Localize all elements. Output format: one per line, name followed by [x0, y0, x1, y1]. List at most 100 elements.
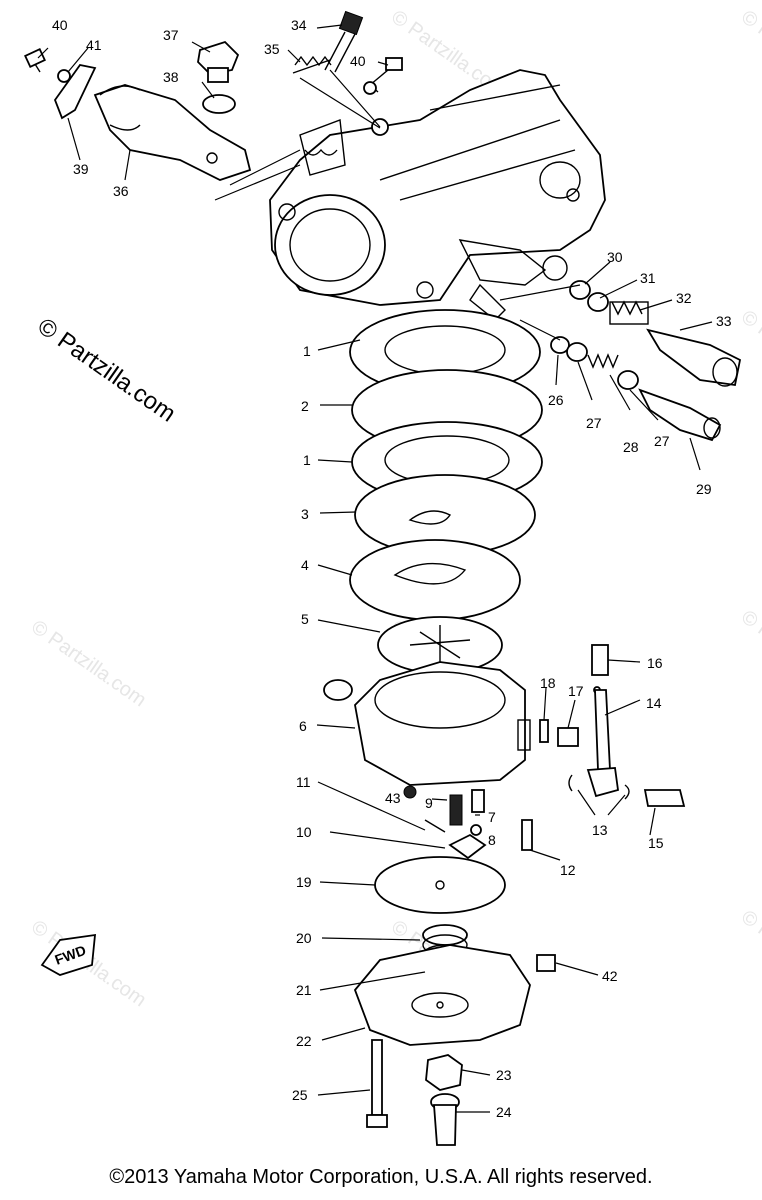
spring-9: [449, 794, 463, 826]
spring-28: [587, 353, 619, 369]
callout-22: 22: [296, 1033, 312, 1049]
callout-33: 33: [716, 313, 732, 329]
callout-25: 25: [292, 1087, 308, 1103]
spring-20: [422, 924, 468, 966]
callout-43: 43: [385, 790, 401, 806]
callout-42: 42: [602, 968, 618, 984]
screw-42: [536, 954, 556, 972]
callout-31: 31: [640, 270, 656, 286]
brand-watermark: © Partzilla.com: [33, 313, 181, 428]
callout-32: 32: [676, 290, 692, 306]
ring-26: [550, 336, 570, 354]
callout-29: 29: [696, 481, 712, 497]
cap-16: [591, 644, 609, 676]
screw-12: [521, 819, 533, 851]
diaphragm-4: [349, 539, 521, 621]
callout-10: 10: [296, 824, 312, 840]
check-valve-5: [377, 616, 503, 674]
washer-38: [202, 94, 236, 114]
callout-23: 23: [496, 1067, 512, 1083]
needle-29: [638, 388, 722, 442]
callout-18: 18: [540, 675, 556, 691]
callout-38: 38: [163, 69, 179, 85]
spring-35: [292, 55, 332, 74]
callout-3: 3: [301, 506, 309, 522]
watermark-text: © Partzilla.com: [737, 6, 762, 101]
callout-1: 1: [303, 343, 311, 359]
callout-16: 16: [647, 655, 663, 671]
watermark-text: © Partzilla.com: [737, 606, 762, 701]
lever-10: [448, 833, 487, 860]
ring-27: [566, 342, 588, 362]
callout-15: 15: [648, 835, 664, 851]
callout-14: 14: [646, 695, 662, 711]
callout-21: 21: [296, 982, 312, 998]
shaft-14: [594, 689, 611, 771]
callout-4: 4: [301, 557, 309, 573]
pin-7: [471, 789, 485, 813]
diaphragm-19: [374, 856, 506, 914]
callout-36: 36: [113, 183, 129, 199]
callout-30: 30: [607, 249, 623, 265]
callout-8: 8: [488, 832, 496, 848]
callout-39: 39: [73, 161, 89, 177]
callout-26: 26: [548, 392, 564, 408]
cap-37: [197, 40, 240, 83]
ring-30: [569, 280, 591, 300]
callout-1: 1: [303, 452, 311, 468]
callout-17: 17: [568, 683, 584, 699]
callout-41: 41: [86, 37, 102, 53]
callout-19: 19: [296, 874, 312, 890]
copyright-notice: ©2013 Yamaha Motor Corporation, U.S.A. A…: [109, 1166, 653, 1188]
bolt-25: [366, 1039, 388, 1128]
pump-body-6: [323, 661, 531, 786]
screw-24: [430, 1093, 460, 1146]
pin-11: [424, 819, 446, 833]
callout-11: 11: [296, 774, 311, 790]
bolt-15: [643, 789, 686, 807]
ring-31: [587, 292, 609, 312]
screw-40-left: [24, 47, 46, 73]
callout-28: 28: [623, 439, 639, 455]
part-43: [403, 785, 417, 799]
fwd-arrow-icon: FWD: [40, 933, 97, 976]
screw-40-right: [363, 57, 403, 95]
leader-lines: [37, 24, 713, 1113]
screw-17: [557, 727, 579, 747]
callout-40: 40: [350, 53, 366, 69]
spring-32: [609, 300, 649, 325]
callout-12: 12: [560, 862, 576, 878]
callout-2: 2: [301, 398, 309, 414]
callout-35: 35: [264, 41, 280, 57]
ring-18: [539, 719, 549, 743]
washer-41: [57, 69, 71, 83]
watermark-text: © Partzilla.com: [737, 306, 762, 401]
callout-40: 40: [52, 17, 68, 33]
callout-6: 6: [299, 718, 307, 734]
callout-7: 7: [488, 809, 496, 825]
plate-3: [354, 474, 536, 556]
clips-13: [568, 774, 630, 800]
callout-34: 34: [291, 17, 307, 33]
callout-20: 20: [296, 930, 312, 946]
exploded-parts-diagram: © Partzilla.com © Partzilla.com © Partzi…: [24, 6, 762, 1146]
lever-36: [93, 84, 252, 181]
watermark-text: © Partzilla.com: [737, 906, 762, 1001]
nut-23: [425, 1054, 463, 1091]
callout-24: 24: [496, 1104, 512, 1120]
cover-22: [353, 944, 531, 1046]
screw-34: [324, 10, 364, 73]
callout-27: 27: [586, 415, 602, 431]
callout-9: 9: [425, 795, 433, 811]
ring-27b: [617, 370, 639, 390]
callout-27: 27: [654, 433, 670, 449]
callout-37: 37: [163, 27, 179, 43]
watermark-text: © Partzilla.com: [27, 616, 150, 711]
callout-5: 5: [301, 611, 309, 627]
needle-33: [646, 328, 742, 387]
part-8: [470, 824, 482, 836]
bracket-39: [53, 64, 97, 120]
carburetor-body: [269, 69, 606, 321]
callout-13: 13: [592, 822, 608, 838]
callout-labels: 40 41 37 34 35 40 38 39 36 30 31 32 33 1…: [52, 17, 732, 1120]
